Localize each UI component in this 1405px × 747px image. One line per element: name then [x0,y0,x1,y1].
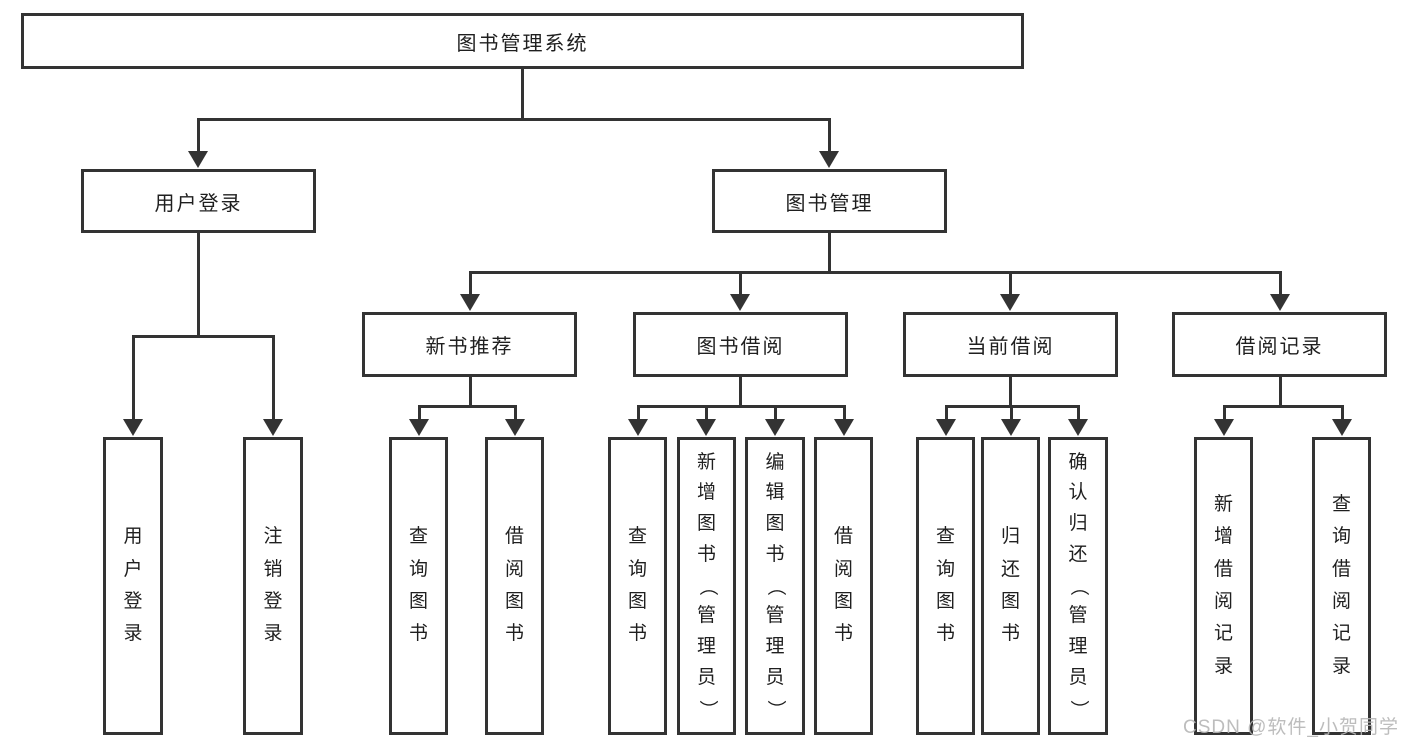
arrowhead-nb-leaf2 [505,419,525,436]
leaf-bb-add-book-admin-label: 新增图书（管理员） [696,451,718,719]
leaf-cb-confirm-return-admin: 确认归还（管理员） [1048,437,1108,735]
arrowhead-user-login [188,151,208,168]
leaf-logout: 注销登录 [243,437,303,735]
connector-records-drop2 [1340,405,1344,421]
connector-borrow-drop2 [704,405,708,421]
csdn-watermark: CSDN @软件_小贺同学 [1183,717,1399,738]
arrowhead-new-book [460,294,480,311]
arrowhead-bb-leaf2 [696,419,716,436]
arrowhead-cb-leaf2 [1001,419,1021,436]
connector-borrow-drop3 [773,405,777,421]
connector-current-drop3 [1076,405,1080,421]
node-book-borrow: 图书借阅 [633,312,848,377]
connector-level2-hbar [196,118,831,121]
connector-current-drop2 [1009,405,1013,421]
arrowhead-bb-leaf3 [765,419,785,436]
leaf-cb-return-book-label: 归还图书 [1000,526,1020,645]
leaf-nb-borrow-book-label: 借阅图书 [504,526,524,645]
connector-newbook-drop2 [513,405,517,421]
node-book-mgmt-label: 图书管理 [785,192,874,215]
leaf-logout-label: 注销登录 [263,526,283,645]
leaf-nb-query-book: 查询图书 [389,437,448,735]
arrowhead-bb-leaf4 [834,419,854,436]
connector-userlogin-stem [196,232,200,335]
connector-userlogin-drop1 [131,335,135,421]
arrowhead-logout-leaf [263,419,283,436]
arrowhead-nb-leaf1 [409,419,429,436]
connector-level3-drop2 [738,271,742,296]
connector-level2-stem-left [196,118,200,154]
connector-newbook-stem [468,377,472,405]
connector-userlogin-drop2 [271,335,275,421]
connector-level3-hbar [468,271,1282,274]
connector-borrow-stem [738,377,742,405]
leaf-br-query-record-label: 查询借阅记录 [1331,494,1351,677]
node-book-borrow-label: 图书借阅 [696,336,785,358]
leaf-bb-query-book-label: 查询图书 [627,526,647,645]
connector-root-stem [520,68,524,118]
connector-userlogin-hbar [131,335,275,338]
arrowhead-cb-leaf3 [1068,419,1088,436]
leaf-cb-query-book-label: 查询图书 [935,526,955,645]
arrowhead-cb-leaf1 [936,419,956,436]
leaf-cb-query-book: 查询图书 [916,437,975,735]
node-book-mgmt: 图书管理 [712,169,947,233]
connector-level2-stem-right [827,118,831,154]
leaf-bb-borrow-book-label: 借阅图书 [833,526,853,645]
leaf-nb-query-book-label: 查询图书 [408,526,428,645]
connector-level3-drop1 [468,271,472,296]
node-current-borrow-label: 当前借阅 [966,336,1055,358]
leaf-cb-confirm-return-admin-label: 确认归还（管理员） [1068,451,1090,719]
leaf-user-login: 用户登录 [103,437,163,735]
node-new-book-label: 新书推荐 [425,336,514,358]
connector-records-hbar [1222,405,1343,408]
connector-level3-drop3 [1008,271,1012,296]
leaf-cb-return-book: 归还图书 [981,437,1040,735]
connector-newbook-hbar [417,405,517,408]
node-user-login-label: 用户登录 [154,192,243,215]
arrowhead-br-leaf1 [1214,419,1234,436]
arrowhead-book-borrow [730,294,750,311]
leaf-user-login-label: 用户登录 [123,526,143,645]
leaf-bb-query-book: 查询图书 [608,437,667,735]
leaf-br-add-record: 新增借阅记录 [1194,437,1253,735]
node-new-book-recommend: 新书推荐 [362,312,577,377]
connector-current-drop1 [944,405,948,421]
connector-records-stem [1278,377,1282,405]
node-current-borrow: 当前借阅 [903,312,1118,377]
connector-borrow-hbar [636,405,846,408]
connector-current-stem [1008,377,1012,405]
leaf-br-add-record-label: 新增借阅记录 [1213,494,1233,677]
node-user-login: 用户登录 [81,169,316,233]
connector-level3-drop4 [1278,271,1282,296]
leaf-bb-add-book-admin: 新增图书（管理员） [677,437,736,735]
connector-borrow-drop1 [636,405,640,421]
connector-borrow-drop4 [842,405,846,421]
leaf-br-query-record: 查询借阅记录 [1312,437,1371,735]
node-root-system: 图书管理系统 [21,13,1024,69]
arrowhead-login-leaf [123,419,143,436]
arrowhead-bb-leaf1 [628,419,648,436]
arrowhead-borrow-records [1270,294,1290,311]
arrowhead-book-mgmt [819,151,839,168]
connector-records-drop1 [1222,405,1226,421]
leaf-bb-edit-book-admin-label: 编辑图书（管理员） [765,451,787,719]
arrowhead-current-borrow [1000,294,1020,311]
leaf-bb-borrow-book: 借阅图书 [814,437,873,735]
leaf-bb-edit-book-admin: 编辑图书（管理员） [745,437,805,735]
leaf-nb-borrow-book: 借阅图书 [485,437,544,735]
arrowhead-br-leaf2 [1332,419,1352,436]
connector-newbook-drop1 [417,405,421,421]
node-borrow-records: 借阅记录 [1172,312,1387,377]
connector-bookmgmt-stem [827,233,831,271]
node-root-label: 图书管理系统 [456,32,589,55]
node-borrow-records-label: 借阅记录 [1235,336,1324,358]
